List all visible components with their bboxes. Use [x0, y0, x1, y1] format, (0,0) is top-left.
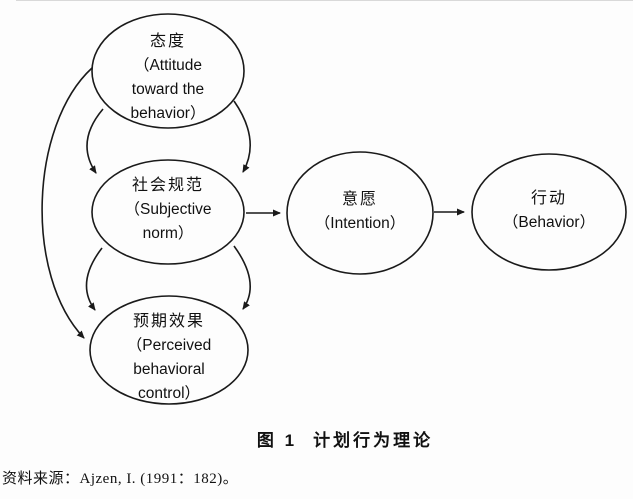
behavior-label-line-zh: 行动: [530, 190, 567, 207]
subjective-norm-label-line-1: （Subjective: [124, 201, 212, 218]
subjective-norm-ellipse: [91, 159, 245, 265]
behavior-ellipse: [471, 153, 627, 271]
subjective-norm-label-line-2: norm）: [142, 225, 194, 242]
arrow-attitude-to-subjective-right: [233, 100, 251, 173]
figure-caption-title: 计划行为理论: [313, 431, 434, 450]
attitude-node-label: 态度 （Attitude toward the behavior）: [131, 30, 206, 126]
figure-caption-number: 图 1: [256, 431, 298, 450]
perceived-control-label-line-3: control）: [137, 385, 201, 402]
perceived-control-label-line-zh: 预期效果: [132, 313, 205, 330]
attitude-label-line-3: behavior）: [130, 105, 206, 122]
arrow-attitude-to-subjective-left: [86, 108, 104, 174]
perceived-control-ellipse: [89, 295, 249, 405]
attitude-label-line-1: （Attitude: [133, 57, 203, 74]
attitude-ellipse: [91, 13, 245, 129]
intention-node-label: 意愿 （Intention）: [315, 188, 405, 236]
page-top-rule: [16, 0, 633, 1]
subjective-norm-label-line-zh: 社会规范: [131, 177, 205, 194]
attitude-label-line-2: toward the: [131, 81, 205, 98]
arrow-subjective-to-perceived-left: [85, 247, 103, 311]
arrow-subjective-to-perceived-right: [233, 245, 251, 310]
attitude-label-line-zh: 态度: [149, 33, 186, 50]
intention-label-line-1: （Intention）: [314, 215, 406, 232]
figure-source-note: 资料来源：Ajzen, I. (1991：182)。: [2, 471, 239, 487]
perceived-control-label-line-2: behavioral: [133, 361, 205, 378]
intention-label-line-zh: 意愿: [341, 191, 378, 208]
perceived-control-label-line-1: （Perceived: [126, 337, 212, 354]
behavior-node-label: 行动 （Behavior）: [503, 187, 595, 235]
subjective-norm-node-label: 社会规范 （Subjective norm）: [124, 174, 211, 246]
figure-caption: 图 1 计划行为理论: [257, 426, 433, 451]
intention-ellipse: [286, 151, 434, 275]
behavior-label-line-1: （Behavior）: [502, 214, 596, 231]
perceived-control-node-label: 预期效果 （Perceived behavioral control）: [127, 310, 211, 406]
arrow-attitude-to-perceived-far-left: [41, 67, 93, 339]
